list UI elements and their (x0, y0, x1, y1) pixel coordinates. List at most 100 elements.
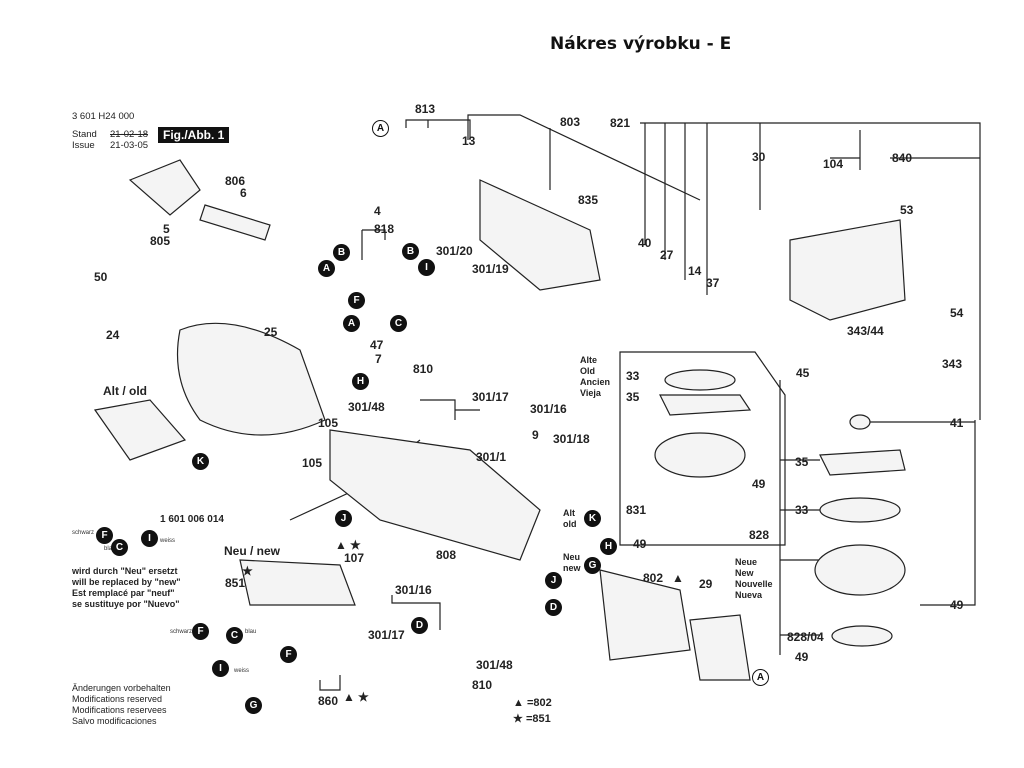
part-label-301-17-bottom: 301/17 (368, 628, 405, 642)
wire-label-schwarz: schwarz (72, 530, 95, 536)
part-label-831: 831 (626, 503, 647, 517)
part-label-301-17-top: 301/17 (472, 390, 509, 404)
part-label-33-old: 33 (626, 369, 640, 383)
callout-f: F (280, 646, 297, 663)
part-label-9: 9 (532, 428, 539, 442)
armature-part (479, 179, 601, 291)
callout-b: B (402, 243, 419, 260)
part-label-53: 53 (900, 203, 914, 217)
part-label-25: 25 (264, 325, 278, 339)
part-label-301-18: 301/18 (553, 432, 590, 446)
part-label-54: 54 (950, 306, 964, 320)
leader-49-right (920, 420, 976, 606)
part-label-45: 45 (796, 366, 810, 380)
part-label-301-48-top: 301/48 (348, 400, 385, 414)
group-label-neu-new: Neu / new (224, 544, 281, 558)
ring-33-old (664, 369, 736, 391)
replacement-note: wird durch "Neu" ersetzt will be replace… (72, 566, 181, 609)
leader-821 (640, 122, 981, 420)
leader-828 (779, 380, 820, 655)
alt-small-label: Alt old (563, 508, 577, 529)
part-label-27: 27 (660, 248, 674, 262)
gear-housing-part (789, 219, 906, 321)
callout-a: A (343, 315, 360, 332)
part-label-802: 802 (643, 571, 664, 585)
callout-h: H (600, 538, 617, 555)
part-label-35-new: 35 (795, 455, 809, 469)
callout-i: I (212, 660, 229, 677)
part-label-35-old: 35 (626, 390, 640, 404)
wire-label-weiss-new: weiss (234, 668, 250, 674)
guard-flange-part (689, 614, 751, 681)
part-label-810-top: 810 (413, 362, 434, 376)
wire-label-blau: blau (104, 546, 116, 552)
callout-i: I (141, 530, 158, 547)
part-label-41: 41 (950, 416, 964, 430)
part-label-818: 818 (374, 222, 395, 236)
stator-part (599, 569, 691, 661)
leader-840 (830, 130, 980, 170)
callout-j: J (335, 510, 352, 527)
stand-date: 21-02-18 (110, 129, 149, 140)
part-label-805: 805 (150, 234, 171, 248)
ring-41 (849, 414, 871, 430)
part-label-821: 821 (610, 116, 631, 130)
bearing-plate-old (654, 432, 746, 478)
part-label-343-44: 343/44 (847, 324, 884, 338)
part-label-803: 803 (560, 115, 581, 129)
ecu-old-part (93, 399, 187, 461)
part-number: 3 601 H24 000 (72, 111, 135, 122)
callout-a: A (752, 669, 769, 686)
part-label-301-16-bottom: 301/16 (395, 583, 432, 597)
part-label-29: 29 (699, 577, 713, 591)
leader-860 (319, 675, 341, 691)
part-label-301-20: 301/20 (436, 244, 473, 258)
handle-housing-part (329, 429, 541, 561)
part-label-828: 828 (749, 528, 770, 542)
part-label-13: 13 (462, 134, 476, 148)
motor-housing-part (177, 322, 326, 436)
leader-813 (405, 119, 471, 140)
part-label-107: 107 (344, 551, 365, 565)
ecu-new-part (239, 559, 356, 606)
callout-a: A (318, 260, 335, 277)
callout-k: K (584, 510, 601, 527)
flange-35-old (659, 394, 752, 416)
callout-d: D (411, 617, 428, 634)
legend-item-star: ★ =851 (513, 713, 551, 725)
flange-35-new (819, 449, 906, 476)
callout-j: J (545, 572, 562, 589)
part-label-7: 7 (375, 352, 382, 366)
group-label-alt-old: Alt / old (103, 384, 147, 398)
triangle-icon: ▲ (513, 697, 524, 709)
part-label-37: 37 (706, 276, 720, 290)
ring-828-04 (831, 625, 893, 647)
part-label-50: 50 (94, 270, 108, 284)
neu-small-label: Neu new (563, 552, 581, 573)
leader-803 (467, 114, 701, 201)
alte-list-label: Alte Old Ancien Vieja (580, 355, 611, 398)
stand-label: Stand (72, 129, 97, 140)
leader-301-16 (420, 399, 480, 420)
page-title: Nákres výrobku - E (550, 34, 732, 54)
bearing-plate-new (814, 544, 906, 596)
issue-label: Issue (72, 140, 95, 151)
part-label-6: 6 (240, 186, 247, 200)
callout-g: G (245, 697, 262, 714)
part-label-33-new: 33 (795, 503, 809, 517)
part-label-14: 14 (688, 264, 702, 278)
wire-label-blau-new: blau (245, 629, 257, 635)
plug-part (128, 159, 201, 216)
triangle-icon: ▲ (335, 538, 347, 552)
callout-c: C (111, 539, 128, 556)
figure-label: Fig./Abb. 1 (158, 127, 230, 143)
callout-h: H (352, 373, 369, 390)
part-label-860: 860 (318, 694, 339, 708)
callout-g: G (584, 557, 601, 574)
callout-a: A (372, 120, 389, 137)
part-label-105-a: 105 (318, 416, 339, 430)
part-label-343: 343 (942, 357, 963, 371)
part-label-828-04: 828/04 (787, 630, 824, 644)
alte-box (619, 351, 786, 546)
part-label-104: 104 (823, 157, 844, 171)
